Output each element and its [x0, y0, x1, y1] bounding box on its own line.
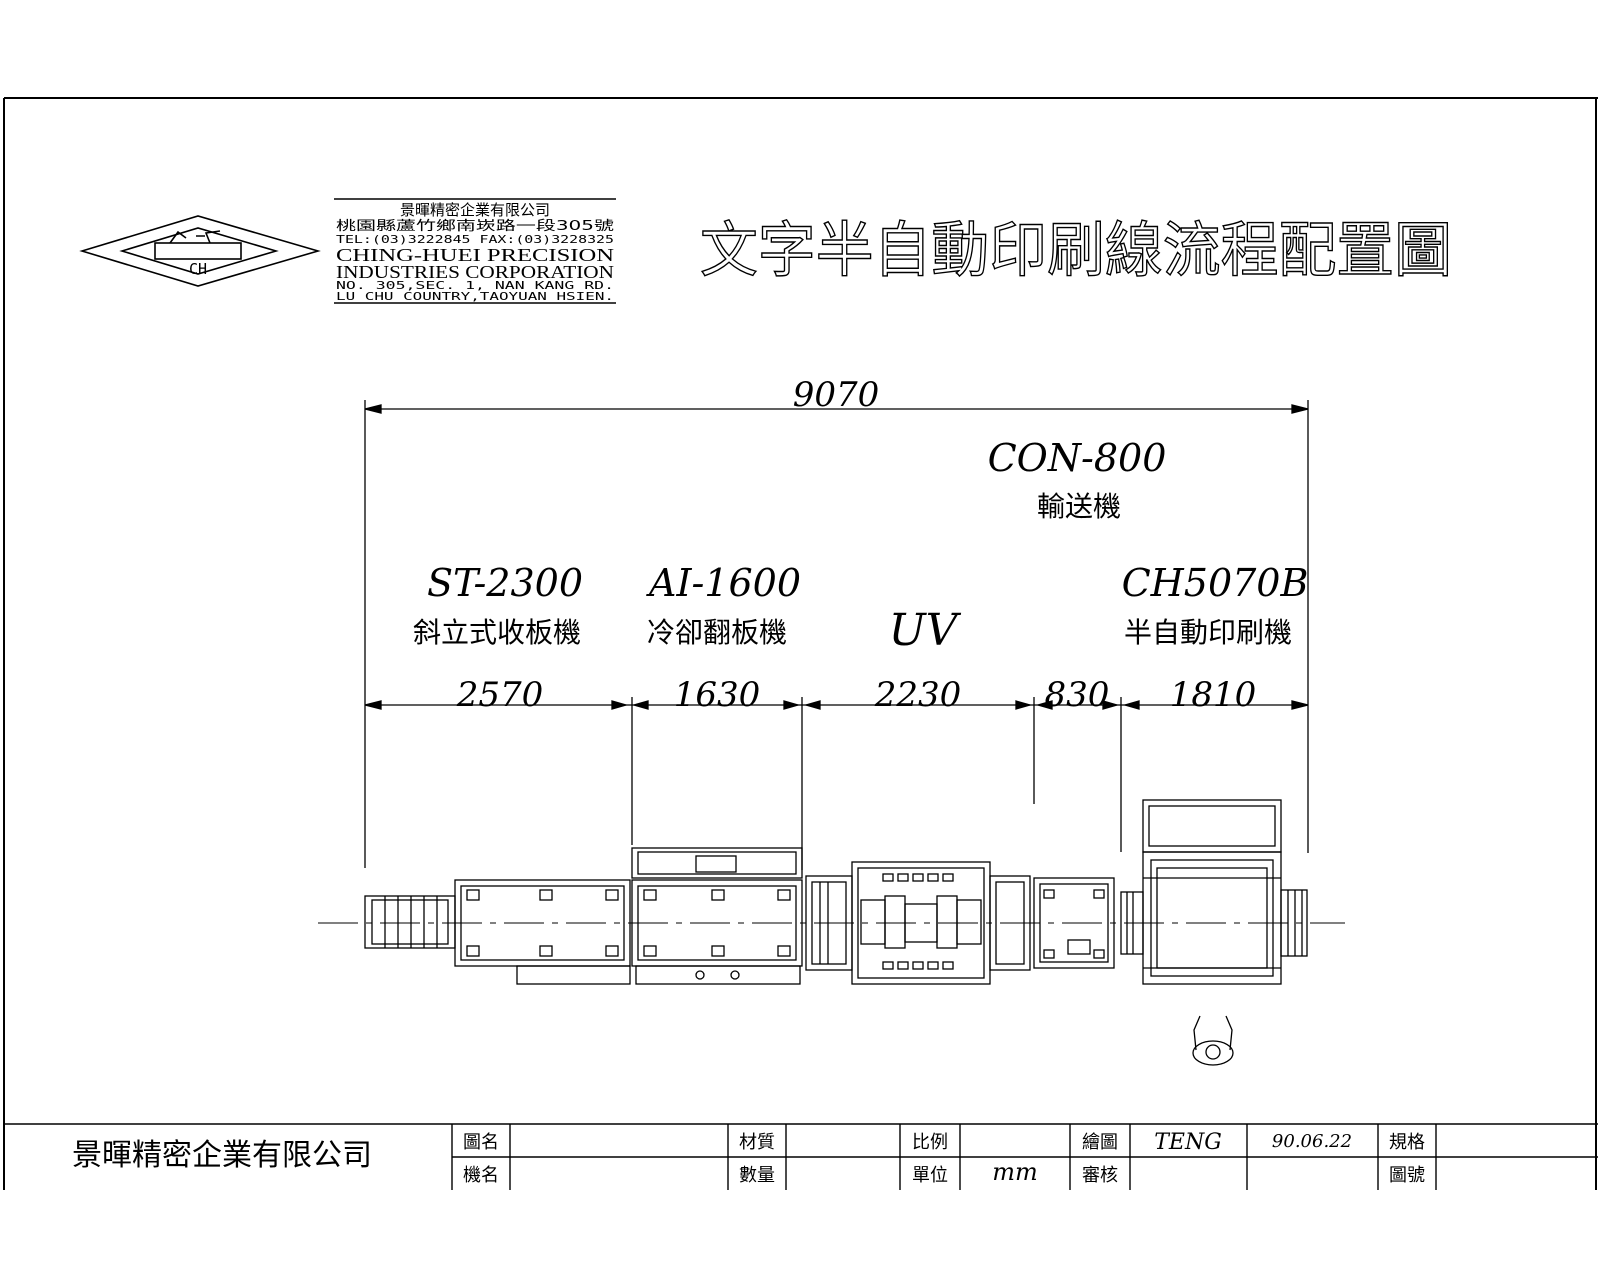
drawing-title: 文字半自動印刷線流程配置圖 — [700, 216, 1452, 286]
segment-dimension-ch5070b: 1810 — [1170, 675, 1257, 715]
checked-label: 審核 — [1082, 1165, 1118, 1186]
material-label: 材質 — [739, 1132, 775, 1153]
st2300-stacker-plan — [364, 879, 631, 985]
machine-name-st2300: 斜立式收板機 — [413, 616, 581, 649]
operator-figure — [1192, 1015, 1234, 1066]
segment-dimension-conveyor: 830 — [1045, 675, 1110, 715]
title-block-company: 景暉精密企業有限公司 — [72, 1138, 372, 1173]
machine-model-uv: UV — [889, 605, 962, 656]
company-address-zh: 桃園縣蘆竹鄉南崁路一段305號 — [336, 218, 614, 234]
overall-dimension-line — [364, 400, 1309, 868]
machine-model-ai1600: AI-1600 — [646, 561, 801, 605]
machine-name-ai1600: 冷卻翻板機 — [647, 616, 787, 649]
sheet-border — [3, 97, 1598, 1190]
company-address-en-2: LU CHU COUNTRY,TAOYUAN HSIEN. — [336, 290, 614, 303]
segment-dimension-uv: 2230 — [874, 675, 962, 715]
con800-conveyor-plan — [1033, 877, 1115, 969]
title-block-grid — [4, 1123, 1598, 1190]
spec-label: 規格 — [1389, 1132, 1425, 1153]
drawn-value: TENG — [1154, 1130, 1222, 1155]
date-value: 90.06.22 — [1272, 1131, 1352, 1152]
company-text-block: 景暉精密企業有限公司 桃園縣蘆竹鄉南崁路一段305號 TEL:(03)32228… — [334, 198, 616, 304]
company-name-zh: 景暉精密企業有限公司 — [400, 201, 550, 219]
segment-dimension-st2300: 2570 — [456, 675, 544, 715]
machine-model-st2300: ST-2300 — [427, 561, 583, 605]
conveyor-name: 輸送機 — [1037, 490, 1121, 523]
unit-value: mm — [992, 1158, 1038, 1186]
ch5070b-printer-plan — [1120, 799, 1308, 985]
machine-model-ch5070b: CH5070B — [1122, 561, 1309, 605]
drawn-label: 繪圖 — [1082, 1132, 1118, 1153]
scale-label: 比例 — [912, 1132, 948, 1153]
unit-label: 單位 — [912, 1165, 948, 1186]
segment-dimension-ai1600: 1630 — [674, 675, 761, 715]
conveyor-model: CON-800 — [988, 436, 1167, 480]
quantity-label: 數量 — [739, 1165, 775, 1186]
company-name-en-1: CHING-HUEI PRECISION — [336, 245, 614, 265]
uv-dryer-plan — [805, 861, 1031, 985]
company-logo — [79, 215, 321, 287]
ai1600-cooling-turnover-plan — [631, 847, 803, 985]
company-name-en-2: INDUSTRIES CORPORATION — [336, 262, 614, 282]
overall-dimension-value: 9070 — [793, 375, 880, 415]
drawing-no-label: 圖號 — [1389, 1165, 1425, 1186]
company-address-en-1: NO. 305,SEC. 1, NAN KANG RD. — [336, 279, 614, 292]
machine-name-label: 機名 — [463, 1165, 499, 1186]
company-tel-fax: TEL:(03)3222845 FAX:(03)3228325 — [336, 233, 614, 246]
logo-text: CH — [189, 260, 207, 278]
machine-name-ch5070b: 半自動印刷機 — [1124, 616, 1292, 649]
drawing-name-label: 圖名 — [463, 1132, 499, 1153]
segment-dimension-line — [364, 697, 1309, 870]
